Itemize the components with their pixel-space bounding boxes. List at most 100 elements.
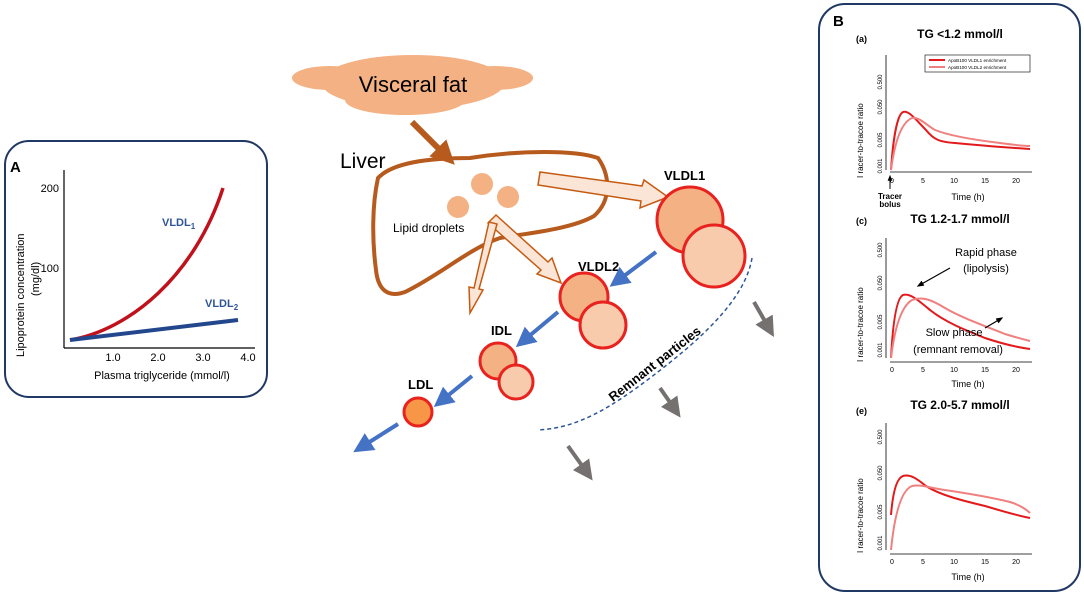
slow-phase-label-line1: Slow phase: [926, 327, 983, 339]
liver-to-idl-arrow: [468, 221, 498, 316]
plot-a-vldl1-series: [890, 110, 1031, 171]
plot-a-ytick: 0.500: [878, 74, 884, 90]
panel-b: B (a) TG <1.2 mmol/l I racer-to-tracoe r…: [818, 3, 1081, 592]
plot-c-xtick: 15: [981, 367, 989, 374]
vldl2-curve: [69, 318, 239, 342]
plot-c-vldl1-series: [890, 293, 1031, 359]
plot-c-xtick: 5: [921, 367, 925, 374]
plot-a-ytick: 0.005: [878, 132, 884, 148]
vldl1-label: VLDL1: [664, 168, 705, 183]
plot-e-xtick: 10: [950, 559, 958, 566]
plot-a-ytick: 0.050: [878, 99, 884, 115]
plot-a-xtick: 20: [1012, 178, 1020, 185]
idl-label: IDL: [491, 323, 512, 338]
plot-a-xtick: 5: [921, 178, 925, 185]
metabolism-scheme: Visceral fat Liver Lipid droplets VLDL1 …: [292, 55, 774, 481]
vldl1-particle-remnant: [681, 223, 747, 289]
ldl-particle: [402, 396, 434, 428]
plot-c: (c) TG 1.2-1.7 mmol/l I racer-to-tracoe …: [856, 212, 1032, 389]
plot-e-ytick: 0.005: [878, 504, 884, 520]
plot-c-ytick: 0.500: [878, 242, 884, 258]
vldl2-label: VLDL2: [578, 259, 619, 274]
plot-c-ytick: 0.005: [878, 314, 884, 330]
vldl1-curve: [69, 187, 225, 342]
liver-outline: [371, 150, 610, 296]
lipid-droplets-label: Lipid droplets: [393, 221, 464, 235]
plot-e: (e) TG 2.0-5.7 mmol/l I racer-to-tracoe …: [856, 398, 1032, 582]
vldl1-curve-label: VLDL1: [162, 217, 196, 231]
plot-e-xlabel: Time (h): [951, 572, 984, 582]
panel-b-frame: [818, 3, 1081, 592]
vldl2-curve-label: VLDL2: [205, 298, 239, 312]
panel-a-xtick-2: 2.0: [150, 352, 165, 364]
rapid-phase-label-line2: (lipolysis): [963, 263, 1009, 275]
lipid-droplet: [447, 196, 469, 218]
plot-a-xlabel: Time (h): [951, 192, 984, 202]
idl-to-ldl-arrow: [433, 374, 474, 408]
panel-b-letter: B: [833, 13, 844, 30]
plot-c-ytick: 0.050: [878, 275, 884, 291]
plot-a-legend: [924, 54, 1031, 73]
legend-entry-vldl2: ApoB100 VLDL2 enrichment: [948, 65, 1007, 70]
panel-a-xtick-4: 4.0: [240, 352, 255, 364]
vldl1-to-vldl2-arrow: [609, 250, 658, 287]
remnant-dashed-line: [537, 257, 753, 431]
panel-a-letter: A: [10, 159, 21, 176]
plot-a-ylabel: I racer-to-tracoe ratio: [856, 103, 865, 178]
ldl-clearance-arrow: [353, 422, 400, 453]
plot-e-xtick: 0: [890, 559, 894, 566]
plot-e-ylabel: I racer-to-tracoe ratio: [856, 478, 865, 553]
slow-phase-arrow: [984, 317, 1004, 329]
plot-a-xtick: 10: [950, 178, 958, 185]
panel-a-frame: [4, 140, 268, 398]
visceral-fat-cloud: [292, 55, 533, 115]
panel-a-xtick-3: 3.0: [195, 352, 210, 364]
plot-c-xtick: 20: [1012, 367, 1020, 374]
liver-to-vldl1-arrow: [537, 171, 670, 210]
fat-to-liver-arrow: [409, 119, 455, 165]
legend-entry-vldl1: ApoB100 VLDL1 enrichment: [948, 58, 1007, 63]
plot-c-tag: (c): [856, 216, 867, 226]
lipid-droplet: [497, 186, 519, 208]
plot-e-ytick: 0.050: [878, 465, 884, 481]
plot-c-title: TG 1.2-1.7 mmol/l: [910, 212, 1009, 226]
remnant-removal-arrow: [752, 301, 774, 337]
visceral-fat-label: Visceral fat: [359, 72, 467, 97]
plot-e-ytick: 0.500: [878, 429, 884, 445]
rapid-phase-arrow: [916, 267, 951, 287]
panel-a-ylabel-line1: Lipoprotein concentration: [15, 233, 27, 357]
plot-a-xtick: 0: [890, 178, 894, 185]
plot-a-xtick: 15: [981, 178, 989, 185]
plot-e-xtick: 15: [981, 559, 989, 566]
plot-e-xtick: 5: [921, 559, 925, 566]
plot-e-tag: (e): [856, 406, 867, 416]
remnant-removal-arrow: [566, 444, 593, 481]
plot-a-title: TG <1.2 mmol/l: [917, 27, 1003, 41]
plot-e-vldl2-series: [890, 484, 1031, 551]
plot-a-ytick: 0.001: [878, 158, 884, 174]
panel-a-ylabel-line2: (mg/dl): [30, 262, 42, 296]
plot-c-ytick: 0.001: [878, 342, 884, 358]
idl-particle-remnant: [497, 363, 535, 401]
liver-label: Liver: [340, 150, 386, 173]
tracer-bolus-label-line2: bolus: [879, 200, 901, 209]
plot-e-ytick: 0.001: [878, 535, 884, 551]
ldl-label: LDL: [408, 377, 433, 392]
tracer-bolus-label-line1: Tracer: [878, 192, 902, 201]
slow-phase-label-line2: (remnant removal): [913, 344, 1003, 356]
lipid-droplet: [471, 173, 493, 195]
plot-e-xtick: 20: [1012, 559, 1020, 566]
liver-to-vldl2-arrow: [486, 213, 563, 285]
plot-a: (a) TG <1.2 mmol/l I racer-to-tracoe rat…: [856, 27, 1032, 209]
remnant-removal-arrow: [658, 386, 681, 418]
plot-c-xlabel: Time (h): [951, 379, 984, 389]
rapid-phase-label-line1: Rapid phase: [955, 247, 1017, 259]
plot-c-xtick: 0: [890, 367, 894, 374]
plot-c-vldl2-series: [890, 297, 1031, 359]
panel-a-ytick-200: 200: [41, 183, 59, 195]
plot-a-vldl2-series: [890, 116, 1031, 171]
plot-c-xtick: 10: [950, 367, 958, 374]
panel-a-xtick-1: 1.0: [105, 352, 120, 364]
panel-a-ytick-100: 100: [41, 263, 59, 275]
